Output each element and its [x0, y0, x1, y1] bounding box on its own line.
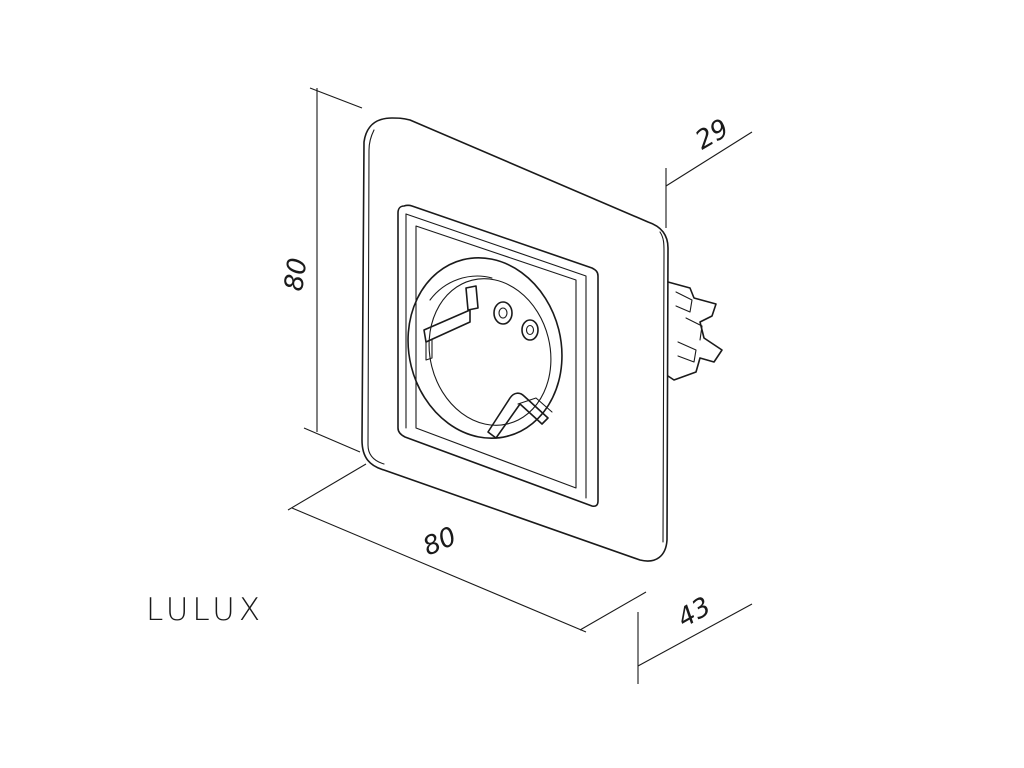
brand-logo-text: LULUX — [146, 592, 265, 628]
dimension-lines — [287, 87, 753, 684]
height-dimension-label: 80 — [279, 256, 313, 293]
width-dimension-label: 80 — [419, 522, 461, 563]
socket-insert — [397, 204, 599, 508]
mounting-claws — [667, 281, 723, 381]
plate-depth-dimension-label: 29 — [691, 114, 735, 157]
socket-well — [407, 257, 563, 439]
total-depth-dimension-label: 43 — [673, 592, 717, 635]
cover-plate — [361, 117, 669, 562]
